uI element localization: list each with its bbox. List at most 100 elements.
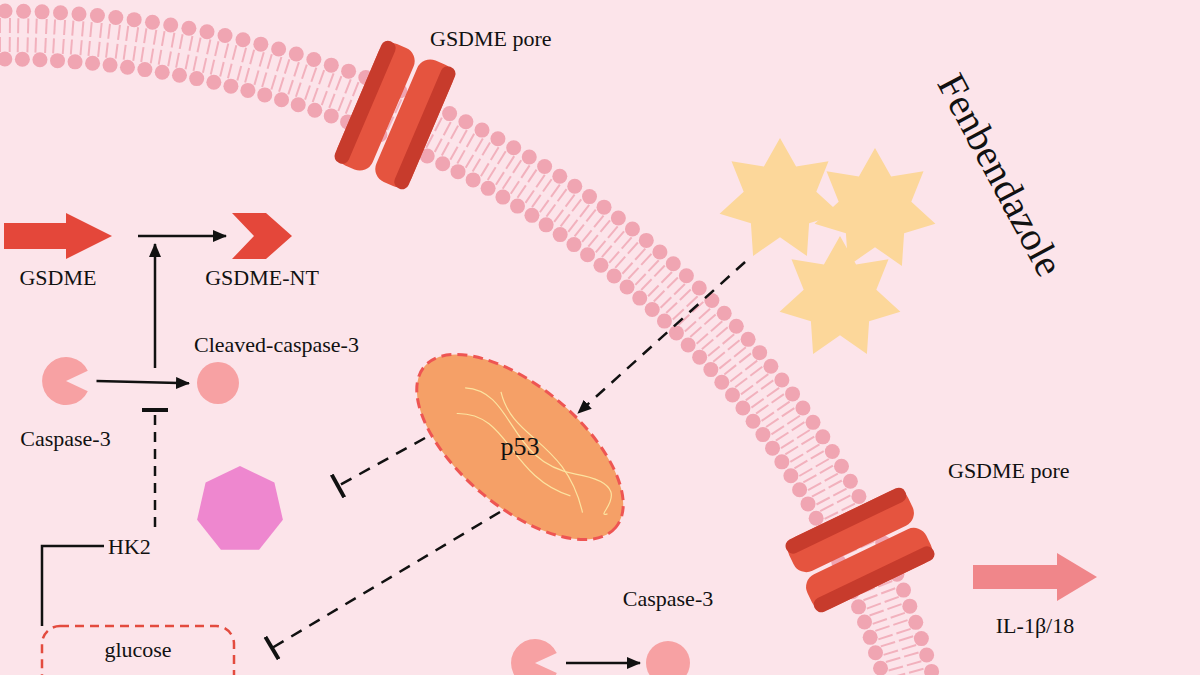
lipid-tail [126,26,128,41]
lipid-tail [891,674,905,675]
lipid-head [815,429,830,444]
lipid-head [873,661,888,675]
lipid-tail [873,619,887,624]
lipid-head [68,54,83,69]
lipid-head [341,64,356,79]
lipid-tail [661,297,672,307]
p53-nucleus-shape [386,321,655,574]
lipid-head [681,337,696,352]
caspase-circle: Caspase-3 [19,356,112,451]
lipid-tail [536,175,545,187]
lipid-tail [728,340,740,350]
lipid-tail [713,352,725,362]
target-heptagon [197,466,283,550]
lipid-tail [242,48,246,62]
lipid-tail [881,642,895,646]
lipid-tail [787,416,800,424]
lipid-tail [44,38,47,53]
lipid-tail [159,50,162,65]
lipid-head [108,10,123,25]
caspase-circle-outline [37,356,95,406]
lipid-tail [82,21,83,36]
lipid-head [783,468,798,483]
lipid-tail [909,669,923,673]
lipid-head [189,71,204,86]
gsdme-arrow: GSDME [3,213,113,290]
lipid-head [924,664,939,675]
p53-nucleus-label: p53 [501,432,540,462]
lipid-head [289,47,304,62]
lipid-tail [90,22,91,37]
lipid-tail [654,266,664,277]
lipid-tail [702,340,713,350]
lipid-head [442,106,457,121]
lipid-head [475,123,490,138]
lipid-tail [615,257,625,268]
lipid-tail [641,279,651,290]
lipid-head [71,6,86,21]
lipid-tail [685,321,696,331]
lipid-head [253,37,268,52]
lipid-head [50,53,65,68]
lipid-head [32,52,47,67]
lipid-tail [782,408,794,416]
action-arrow [578,262,745,413]
lipid-head [35,4,50,19]
lipid-tail [790,454,803,462]
lipid-head [181,21,196,36]
enzyme-label: HK2 [108,534,151,559]
cytokine-arrow-label: IL-1β/18 [996,613,1074,638]
lipid-tail [680,290,691,300]
lipid-tail [837,495,850,502]
lipid-tail [172,33,175,48]
lipid-tail [481,163,489,176]
lipid-head [458,114,473,129]
protein-label: Caspase-3 [623,586,713,611]
lipid-head [145,15,160,30]
lipid-tail [540,200,549,212]
lipid-head [692,350,707,365]
lipid-tail [886,658,900,662]
lipid-head [657,314,672,329]
lipid-tail [622,237,632,248]
caspase-circle [511,639,557,675]
lipid-tail [708,346,720,356]
lipid-tail [751,399,763,408]
lipid-tail [311,68,316,82]
lipid-head [580,247,595,262]
lipid-head [257,87,272,102]
lipid-tail [511,181,519,193]
lipid-tail [521,165,529,177]
lipid-head [490,131,505,146]
lipid-head [666,256,681,271]
lipid-tail [313,88,318,102]
lipid-tail [766,419,778,427]
gsdme-nt-chevron-label: GSDME-NT [205,265,319,290]
cleaved-caspase-circle [646,641,690,675]
lipid-tail [207,40,210,55]
lipid-tail [17,37,19,52]
lipid-tail [781,440,794,448]
lipid-tail [9,37,11,52]
lipid-head [103,58,118,73]
lipid-tail [875,626,889,631]
lipid-tail [635,274,645,285]
lipid-tail [568,220,577,232]
lipid-head [857,615,872,630]
lipid-head [843,474,858,489]
lipid-tail [71,40,72,55]
lipid-head [611,210,626,225]
lipid-tail [785,447,798,455]
lipid-head [291,97,306,112]
lipid-head [206,75,221,90]
lipid-tail [777,402,789,410]
lipid-tail [741,385,753,394]
lipid-head [120,60,135,75]
lipid-tail [730,372,742,381]
lipid-head [717,306,732,321]
gsdme-pore [332,39,457,192]
lipid-tail [558,189,567,201]
lipid-tail [329,94,334,108]
lipid-head [218,28,233,43]
lipid-tail [808,483,821,490]
